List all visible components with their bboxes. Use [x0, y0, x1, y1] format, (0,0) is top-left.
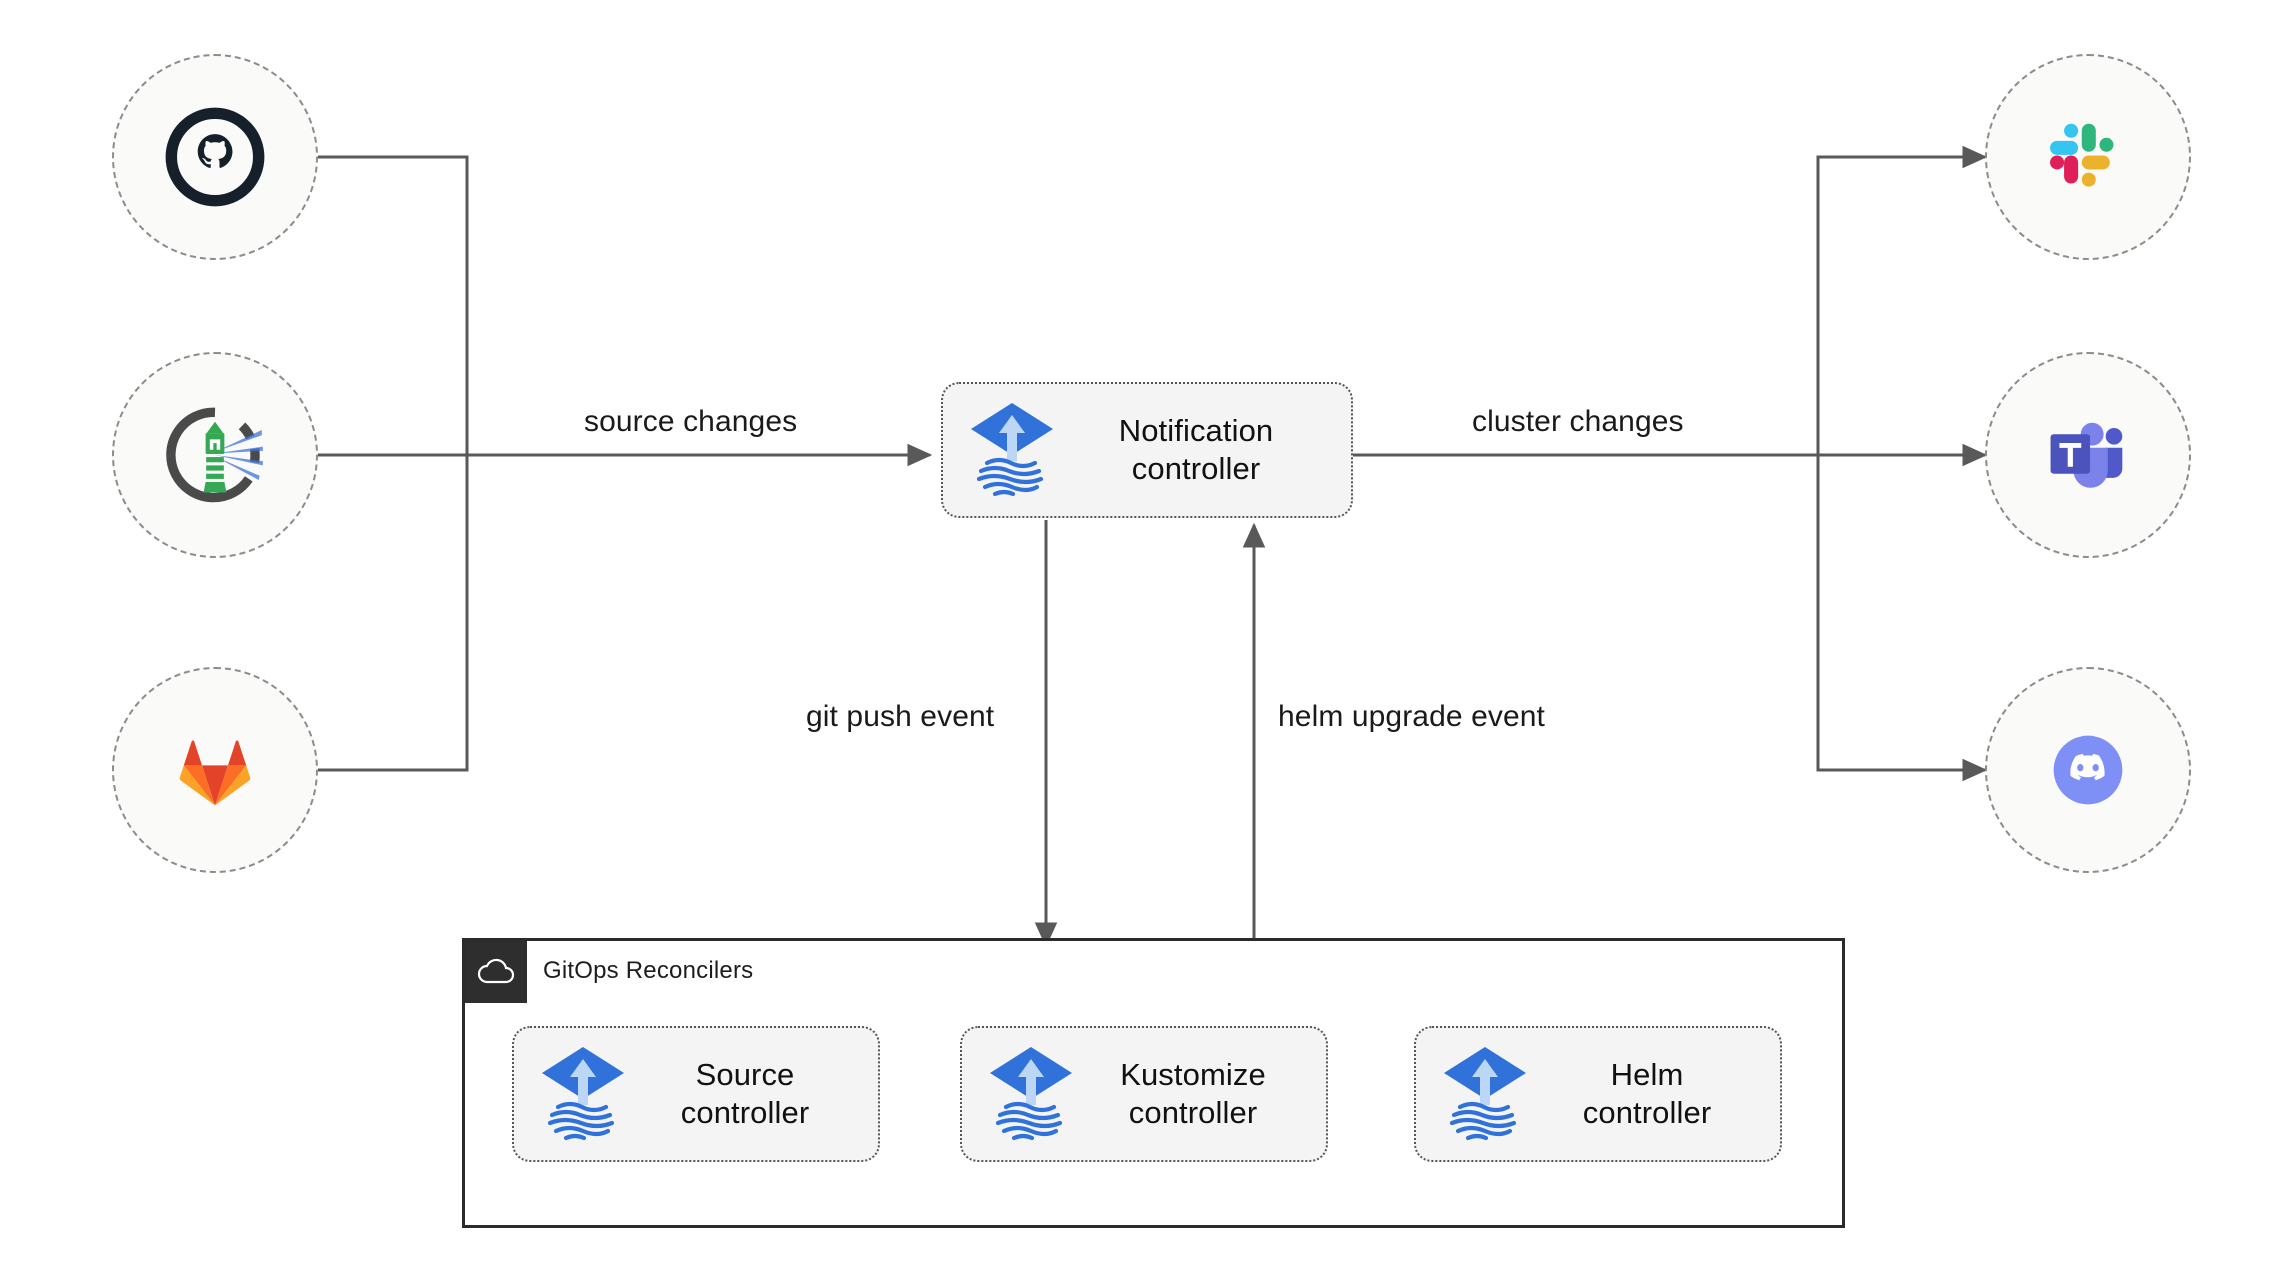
wire-gitlab-to-bus: [316, 453, 469, 772]
kustomize-controller-box[interactable]: Kustomize controller: [960, 1026, 1328, 1162]
edge-label-cluster-changes: cluster changes: [1472, 405, 1684, 438]
notification-controller-box[interactable]: Notification controller: [941, 382, 1353, 518]
source-node-github[interactable]: [112, 54, 318, 260]
destination-node-slack[interactable]: [1985, 54, 2191, 260]
cloud-icon: [477, 958, 515, 984]
edge-label-source-changes: source changes: [584, 405, 798, 438]
edge-label-git-push-event: git push event: [806, 700, 995, 733]
flagger-lighthouse-icon: [166, 407, 263, 503]
flux-icon: [990, 1047, 1072, 1141]
edge-label-helm-upgrade-event: helm upgrade event: [1278, 700, 1545, 733]
source-node-gitlab[interactable]: [112, 667, 318, 873]
helm-controller-label: Helm controller: [1582, 1057, 1712, 1130]
flux-icon: [542, 1047, 624, 1141]
flux-icon: [1444, 1047, 1526, 1141]
microsoft-teams-icon: [2050, 422, 2123, 488]
notification-controller-label: Notification controller: [1118, 413, 1274, 486]
gitlab-icon: [179, 740, 251, 806]
wire-github-to-bus: [316, 155, 469, 457]
source-controller-box[interactable]: Source controller: [512, 1026, 880, 1162]
github-icon: [165, 107, 265, 207]
source-controller-label: Source controller: [680, 1057, 810, 1130]
destination-node-discord[interactable]: [1985, 667, 2191, 873]
kustomize-controller-label: Kustomize controller: [1120, 1057, 1266, 1130]
source-node-flagger[interactable]: [112, 352, 318, 558]
discord-icon: [2053, 735, 2123, 805]
flux-icon: [971, 403, 1053, 497]
gitops-reconcilers-title: GitOps Reconcilers: [543, 957, 754, 984]
slack-icon: [2050, 123, 2114, 187]
destination-node-teams[interactable]: [1985, 352, 2191, 558]
gitops-tab: [465, 941, 527, 1003]
helm-controller-box[interactable]: Helm controller: [1414, 1026, 1782, 1162]
